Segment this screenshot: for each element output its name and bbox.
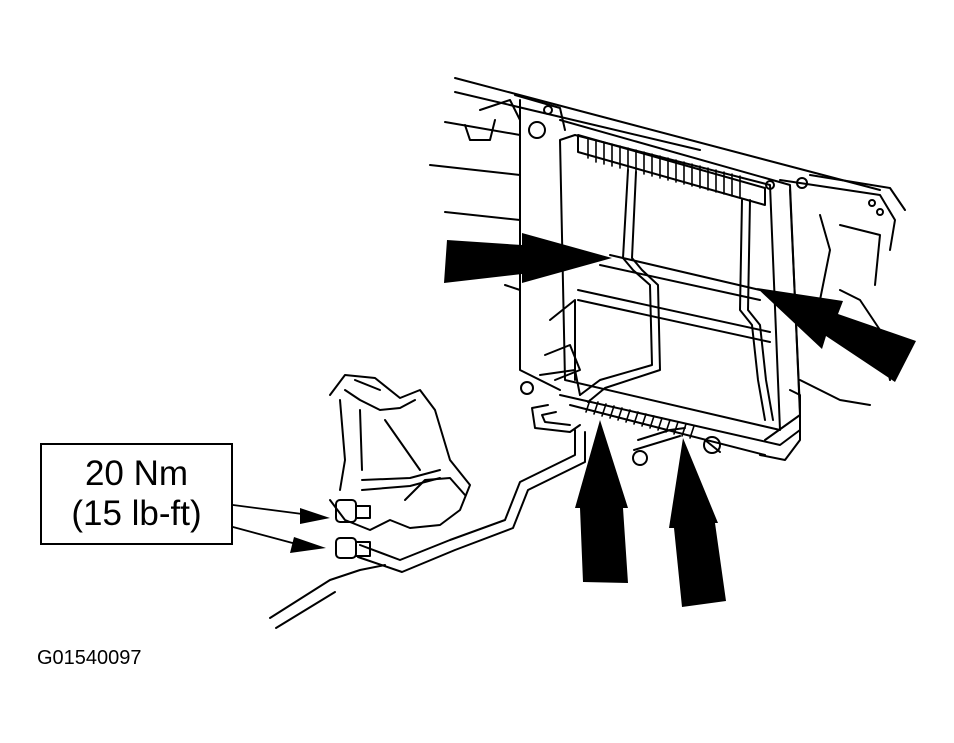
cooler-fins	[585, 137, 741, 439]
line-fittings	[335, 499, 371, 559]
cooler-lines	[531, 169, 774, 466]
torque-imperial: (15 lb-ft)	[71, 494, 202, 533]
transmission-housing	[329, 374, 471, 531]
torque-metric: 20 Nm	[84, 454, 189, 493]
figure-id: G01540097	[37, 647, 142, 669]
torque-callout: 20 Nm (15 lb-ft)	[40, 443, 233, 545]
arrow-upleft	[757, 288, 916, 382]
transmission-line	[269, 429, 586, 629]
leader-arrowhead-1	[300, 508, 330, 524]
callout-leaders	[232, 504, 311, 546]
arrow-up-2	[669, 438, 726, 607]
vehicle-frame	[429, 77, 906, 411]
leader-arrowhead-2	[290, 537, 326, 553]
arrow-up-1	[575, 420, 628, 583]
arrow-right-1	[444, 233, 612, 283]
